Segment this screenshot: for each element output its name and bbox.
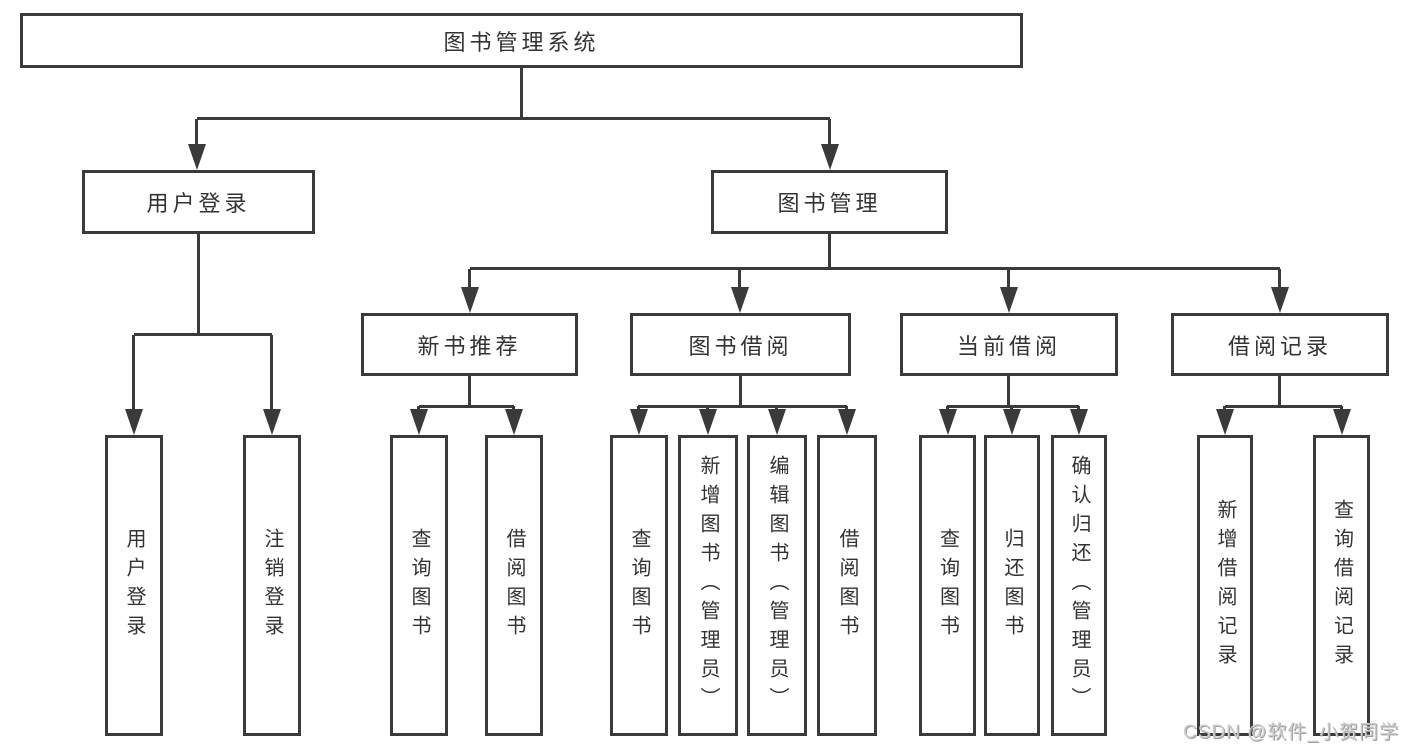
- node-query-borrow-record: 查询借阅记录: [1313, 435, 1370, 736]
- arrowhead-return-book: [1003, 409, 1021, 435]
- node-book-management: 图书管理: [711, 170, 948, 234]
- node-edit-book-admin: 编辑图书（管理员）: [747, 435, 807, 736]
- node-user-login-leaf: 用户登录: [105, 435, 163, 736]
- arrowhead-query-books-3: [939, 409, 957, 435]
- connector-recommend-hbar: [419, 405, 514, 408]
- node-confirm-return-admin: 确认归还（管理员）: [1051, 435, 1107, 736]
- connector-root-hbar: [197, 117, 830, 120]
- node-return-book: 归还图书: [984, 435, 1040, 736]
- connector-user-login-hbar: [134, 333, 272, 336]
- connector-book-mgmt-drop-2: [738, 269, 741, 291]
- arrowhead-new-book-recommend: [461, 287, 479, 313]
- node-current-borrow: 当前借阅: [900, 313, 1118, 376]
- node-borrow-book-2: 借阅图书: [817, 435, 877, 736]
- connector-recommend-stem: [468, 376, 471, 407]
- connector-book-mgmt-drop-3: [1007, 269, 1010, 291]
- node-borrow-records: 借阅记录: [1171, 313, 1389, 376]
- node-logout: 注销登录: [243, 435, 301, 736]
- arrowhead-user-login: [188, 144, 206, 170]
- arrowhead-borrow-records: [1271, 287, 1289, 313]
- arrowhead-add-book-admin: [699, 409, 717, 435]
- connector-records-stem: [1278, 376, 1281, 407]
- arrowhead-query-books-2: [630, 409, 648, 435]
- node-root: 图书管理系统: [20, 13, 1023, 68]
- node-book-borrow: 图书借阅: [630, 313, 851, 376]
- connector-root-drop-left: [195, 119, 198, 147]
- node-query-books-2: 查询图书: [610, 435, 668, 736]
- connector-current-stem: [1007, 376, 1010, 407]
- node-add-borrow-record: 新增借阅记录: [1197, 435, 1253, 736]
- connector-records-hbar: [1225, 405, 1342, 408]
- arrowhead-borrow-book-1: [505, 409, 523, 435]
- arrowhead-book-borrow: [731, 287, 749, 313]
- csdn-watermark: CSDN @软件_小贺同学: [1183, 722, 1399, 743]
- connector-book-mgmt-drop-1: [468, 269, 471, 291]
- arrowhead-edit-book-admin: [768, 409, 786, 435]
- node-new-book-recommend: 新书推荐: [361, 313, 578, 376]
- node-borrow-book-1: 借阅图书: [485, 435, 543, 736]
- node-query-books-3: 查询图书: [919, 435, 976, 736]
- connector-book-mgmt-stem: [828, 234, 831, 270]
- arrowhead-query-books-1: [410, 409, 428, 435]
- arrowhead-book-management: [821, 144, 839, 170]
- arrowhead-user-login-leaf: [125, 409, 143, 435]
- connector-book-mgmt-drop-4: [1278, 269, 1281, 291]
- arrowhead-query-borrow-record: [1333, 409, 1351, 435]
- node-add-book-admin: 新增图书（管理员）: [678, 435, 738, 736]
- connector-user-login-drop-2: [270, 335, 273, 413]
- arrowhead-borrow-book-2: [838, 409, 856, 435]
- connector-user-login-stem: [197, 234, 200, 336]
- node-user-login: 用户登录: [82, 170, 315, 234]
- arrowhead-logout: [263, 409, 281, 435]
- arrowhead-confirm-return-admin: [1070, 409, 1088, 435]
- connector-borrow-stem: [739, 376, 742, 407]
- connector-current-hbar: [947, 405, 1079, 408]
- connector-root-stem: [520, 68, 523, 120]
- arrowhead-current-borrow: [1000, 287, 1018, 313]
- connector-book-mgmt-hbar: [470, 267, 1280, 270]
- arrowhead-add-borrow-record: [1216, 409, 1234, 435]
- connector-root-drop-right: [828, 119, 831, 147]
- connector-user-login-drop-1: [132, 335, 135, 413]
- node-query-books-1: 查询图书: [390, 435, 448, 736]
- connector-borrow-hbar: [638, 405, 847, 408]
